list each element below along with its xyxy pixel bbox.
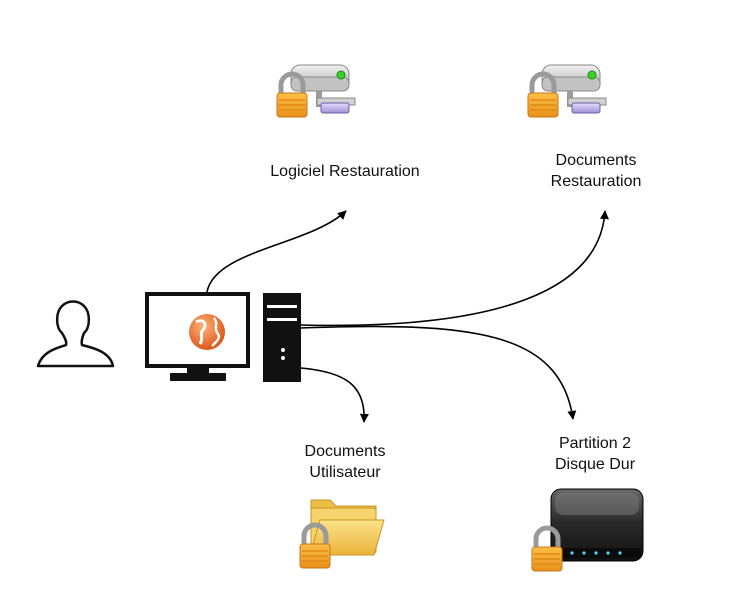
label-line: Restauration bbox=[550, 173, 642, 190]
locked-network-drive-icon-documents bbox=[528, 65, 606, 117]
label-line: Disque Dur bbox=[554, 456, 636, 473]
label-documents-utilisateur: Documents Utilisateur bbox=[275, 441, 415, 483]
label-line: Partition 2 bbox=[558, 435, 632, 452]
arrow-to-documents-restauration bbox=[299, 210, 609, 327]
label-line: Utilisateur bbox=[309, 464, 381, 481]
user-icon bbox=[36, 300, 115, 368]
globe-icon bbox=[189, 314, 225, 350]
arrow-to-logiciel bbox=[206, 210, 347, 293]
label-partition-disque: Partition 2 Disque Dur bbox=[530, 433, 660, 475]
locked-folder-icon bbox=[300, 499, 385, 568]
label-line: Documents bbox=[555, 152, 637, 169]
locked-hard-disk-icon bbox=[532, 488, 644, 571]
label-line: Documents bbox=[304, 443, 386, 460]
label-documents-restauration: Documents Restauration bbox=[520, 150, 672, 192]
arrow-to-partition bbox=[299, 325, 577, 420]
arrow-to-documents-utilisateur bbox=[300, 367, 369, 423]
label-logiciel-restauration: Logiciel Restauration bbox=[240, 161, 450, 182]
desktop-computer-icon bbox=[145, 292, 301, 382]
label-line: Logiciel Restauration bbox=[270, 163, 420, 180]
locked-network-drive-icon-logiciel bbox=[277, 65, 355, 117]
